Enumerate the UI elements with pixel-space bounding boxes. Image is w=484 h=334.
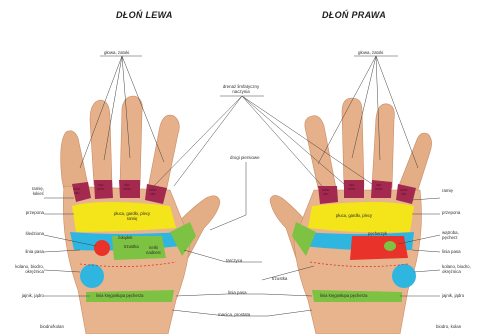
left-finger-label-0: ucho oko: [73, 188, 80, 196]
left-side-label-2: śledziona: [8, 231, 44, 236]
right-hand-ring-finger: [372, 104, 394, 188]
pancreas-label: trzustka: [272, 276, 287, 281]
right-finger-label-3: ucho oko: [400, 189, 407, 197]
left-side-label-4: kolano, biodro, okrężnica: [4, 264, 44, 274]
left-side-label-6: biodro/kolan: [40, 324, 64, 329]
right-side-label-1: przepona: [442, 210, 460, 215]
right-finger-label-2: oko ucho: [375, 184, 382, 192]
left-finger-label-2: oko ucho: [123, 184, 130, 192]
right-gallbladder-zone: [384, 241, 396, 251]
left-head-label: głowa, zatoki: [104, 50, 129, 55]
left-finger-label-3: ucho oko: [149, 189, 156, 197]
left-lungs-text: płuca, gardło, plecy ramię: [114, 212, 150, 221]
right-hand-middle-finger: [342, 98, 364, 186]
left-kidney-text: trzustka: [124, 245, 139, 250]
left-side-label-3: linia pasa: [8, 249, 44, 254]
right-knee-zone: [392, 264, 416, 288]
left-spine-bar-text: linia kręgosłupa pęcherza: [96, 294, 144, 299]
right-finger-label-1: oko ucho: [348, 184, 355, 192]
heart-lungs-label: drogi piersiowe: [230, 155, 260, 160]
thyroid-label: tarczyca: [226, 258, 242, 263]
left-knee-zone: [80, 264, 104, 288]
left-side-label-1: przepona: [8, 210, 44, 215]
left-hand-middle-finger: [120, 96, 142, 186]
right-head-label: głowa, zatoki: [358, 50, 383, 55]
left-hand-ring-finger: [90, 100, 112, 185]
lymph-drainage-label: drenaż limfatyczny naczynia: [218, 84, 264, 94]
left-spleen-zone: [94, 240, 110, 256]
spine-label: linia pasa: [228, 290, 247, 295]
right-liver-zone: [350, 236, 408, 260]
left-stomach-text: żołądek: [118, 236, 132, 241]
left-side-label-5: jajnik, jądro: [4, 293, 44, 298]
left-finger-label-1: oko ucho: [97, 184, 104, 192]
right-side-label-0: ramię: [442, 188, 453, 193]
right-side-label-3: linia pasa: [442, 249, 461, 254]
right-spine-bar-text: linia kręgosłupa pęcherza: [320, 294, 368, 299]
left-adrenal-text: nerki nadnerc: [146, 246, 161, 255]
uterus-prostate-label: macica, prostata: [218, 312, 250, 317]
right-hand-index-finger: [305, 116, 336, 188]
right-finger-label-0: ucho oko: [322, 189, 329, 197]
right-side-label-2: wątroba, pęcherz: [442, 230, 459, 240]
right-side-label-6: biodro, kolan: [436, 324, 461, 329]
right-side-label-4: kolano, biodro, okrężnica: [442, 264, 471, 274]
right-side-label-5: jajnik, jądro: [442, 293, 464, 298]
right-lungs-text: płuca, gardło, plecy: [336, 214, 372, 219]
left-hand-index-finger: [148, 115, 179, 192]
left-side-label-0: ramię, łokieć: [8, 186, 44, 196]
right-gallbladder-text: pęcherzyk: [368, 232, 387, 237]
